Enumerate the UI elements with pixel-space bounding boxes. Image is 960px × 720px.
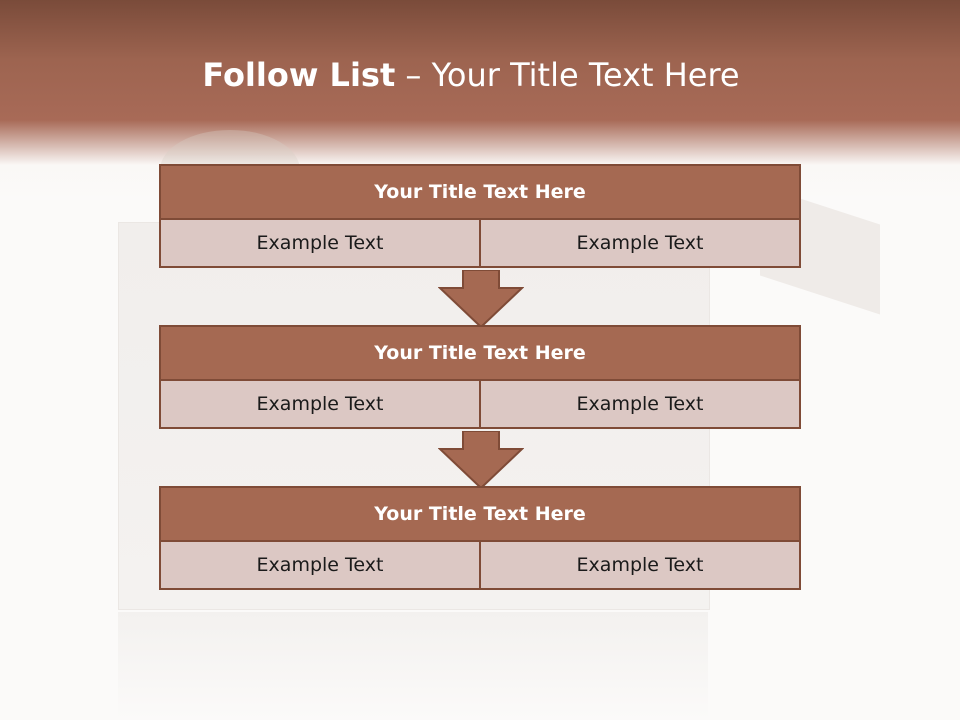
list-block-3: Your Title Text Here Example Text Exampl… xyxy=(159,486,801,590)
down-arrow-icon xyxy=(438,270,524,328)
block-cell-right: Example Text xyxy=(481,218,801,268)
block-title: Your Title Text Here xyxy=(159,325,801,381)
block-row: Example Text Example Text xyxy=(159,540,801,590)
block-cell-right: Example Text xyxy=(481,540,801,590)
block-row: Example Text Example Text xyxy=(159,218,801,268)
block-cell-left: Example Text xyxy=(159,218,481,268)
block-title: Your Title Text Here xyxy=(159,486,801,542)
title-separator: – xyxy=(395,56,432,94)
block-row: Example Text Example Text xyxy=(159,379,801,429)
title-rest: Your Title Text Here xyxy=(431,56,740,94)
block-title: Your Title Text Here xyxy=(159,164,801,220)
block-cell-left: Example Text xyxy=(159,379,481,429)
slide-title: Follow List – Your Title Text Here xyxy=(0,56,942,94)
list-block-1: Your Title Text Here Example Text Exampl… xyxy=(159,164,801,268)
block-cell-right: Example Text xyxy=(481,379,801,429)
down-arrow-icon xyxy=(438,431,524,489)
list-block-2: Your Title Text Here Example Text Exampl… xyxy=(159,325,801,429)
title-bold: Follow List xyxy=(202,56,396,94)
background-photo-reflection xyxy=(118,612,708,720)
block-cell-left: Example Text xyxy=(159,540,481,590)
